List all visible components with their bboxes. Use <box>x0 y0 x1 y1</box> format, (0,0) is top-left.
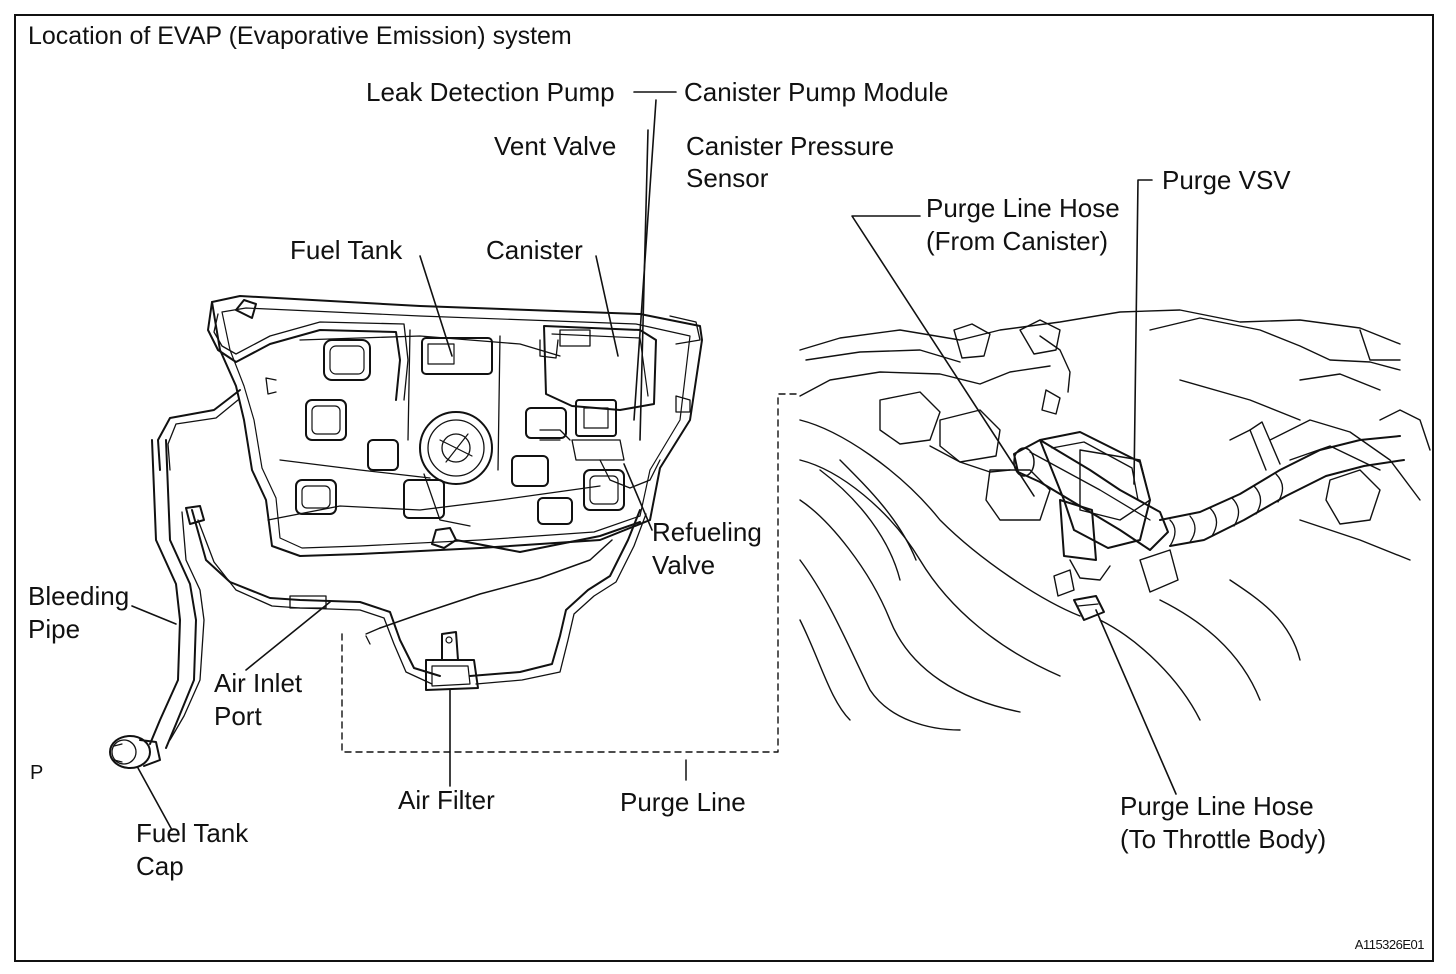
leader-lines <box>131 91 1177 831</box>
corner-mark: P <box>30 762 44 784</box>
leader-purge-vsv <box>1133 179 1153 485</box>
engine-bay-drawing <box>799 309 1431 731</box>
label-purge-line-hose-from-line1: Purge Line Hose <box>926 193 1120 223</box>
leader-purge-line-hose-from <box>851 215 1035 497</box>
label-refueling-valve-line1: Refueling <box>652 517 762 547</box>
label-purge-vsv: Purge VSV <box>1162 165 1291 195</box>
purge-line-dashed-path <box>341 393 797 753</box>
label-air-inlet-port-line2: Port <box>214 701 262 731</box>
leader-vent-valve <box>639 129 649 441</box>
air-filter-drawing <box>425 631 479 691</box>
label-bleeding-pipe-line2: Pipe <box>28 614 81 644</box>
figure-frame <box>14 14 1434 962</box>
figure-title: Location of EVAP (Evaporative Emission) … <box>28 22 572 50</box>
label-canister-pressure-sensor-line1: Canister Pressure <box>686 131 895 161</box>
label-purge-line: Purge Line <box>620 787 746 817</box>
leader-canister <box>595 255 619 357</box>
figure-code: A115326E01 <box>1354 937 1425 952</box>
label-fuel-tank-cap-line1: Fuel Tank <box>136 818 249 848</box>
purge-vsv-drawing <box>1039 431 1179 621</box>
leader-fuel-tank <box>419 255 453 357</box>
leader-purge-line-hose-to <box>1095 609 1177 795</box>
label-canister-pressure-sensor-line2: Sensor <box>686 163 769 193</box>
bleeding-pipe-drawing <box>149 439 205 749</box>
fuel-tank-cap-drawing <box>109 735 161 769</box>
leader-bleeding-pipe <box>131 605 177 625</box>
label-canister: Canister <box>486 235 583 265</box>
label-fuel-tank: Fuel Tank <box>290 235 403 265</box>
purge-hose-from-canister-drawing <box>1013 439 1169 551</box>
label-canister-pump-module: Canister Pump Module <box>684 77 949 107</box>
label-fuel-tank-cap-line2: Cap <box>136 851 184 881</box>
label-air-inlet-port-line1: Air Inlet <box>214 668 303 698</box>
label-leak-detection-pump: Leak Detection Pump <box>366 77 615 107</box>
fuel-tank-drawing <box>157 295 703 557</box>
leader-fuel-tank-cap <box>137 767 173 831</box>
wiring-harness-drawing <box>1159 421 1405 547</box>
label-refueling-valve-line2: Valve <box>652 550 716 580</box>
leader-air-inlet-port <box>245 601 331 671</box>
label-air-filter: Air Filter <box>398 785 495 815</box>
label-purge-line-hose-from-line2: (From Canister) <box>926 226 1109 256</box>
air-filter-hose-drawing <box>191 509 647 685</box>
label-purge-line-hose-to-line2: (To Throttle Body) <box>1120 824 1327 854</box>
leader-refueling-valve <box>623 463 653 531</box>
label-bleeding-pipe-line1: Bleeding <box>28 581 130 611</box>
label-purge-line-hose-to-line1: Purge Line Hose <box>1120 791 1314 821</box>
label-vent-valve: Vent Valve <box>494 131 617 161</box>
